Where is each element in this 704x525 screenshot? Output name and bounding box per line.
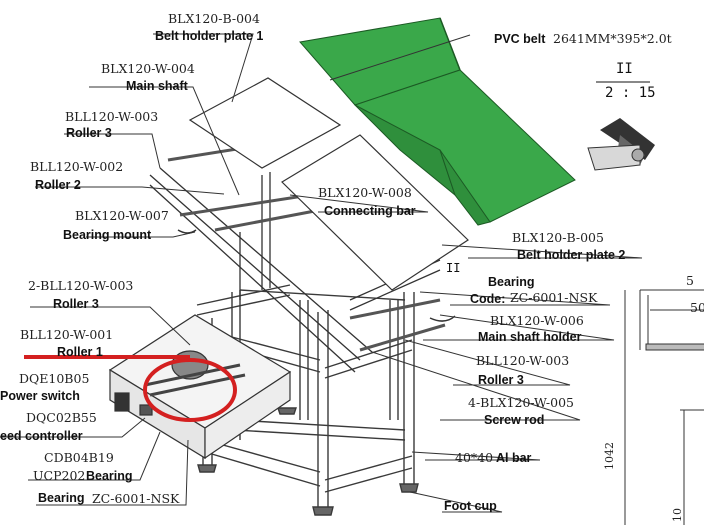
incline-rails [149,167,441,373]
detail-mark-small: II [446,261,461,275]
dimension-d2: 50 [690,300,704,315]
detail-mark: II [616,61,633,77]
belt-holder-plate-2-name: Belt holder plate 2 [517,248,626,262]
roller-2-code: BLL120-W-002 [30,159,124,174]
roller-3-right-code: BLL120-W-003 [476,353,570,368]
belt-holder-plate-1-code: BLX120-B-004 [168,11,260,26]
conveyor-frame [196,284,419,516]
belt-holder-plate-2-code: BLX120-B-005 [512,230,604,245]
belt-holder-plate-1-name: Belt holder plate 1 [155,29,264,43]
speed-controller-name: eed controller [0,429,83,443]
pvc-belt-name: PVC belt [494,32,546,46]
rotation-arrow-icon [177,229,456,322]
bearing-bottom-name: Bearing [38,491,85,505]
al-bar-name: Al bar [496,451,532,465]
bearing-right-code-prefix: Code: [470,292,506,306]
screw-rod-name: Screw rod [484,413,545,427]
detail-view-roller [587,118,655,171]
belt-holder-plate-1 [188,77,342,169]
roller-1-code: BLL120-W-001 [20,327,114,342]
roller-3-lower-code: 2-BLL120-W-003 [28,278,134,293]
main-shaft-holder-code: BLX120-W-006 [490,313,584,328]
roller-2-name: Roller 2 [35,178,81,192]
highlight-marker [24,355,237,422]
pvc-belt [299,17,576,226]
main-shaft-name: Main shaft [126,79,188,93]
power-switch-name: Power switch [0,389,80,403]
bearing-left-prefix: UCP202 [33,468,86,483]
al-bar-spec: 40*40 [455,450,494,465]
dimension-drawing [624,289,704,525]
dimension-d3: 1042 [603,442,616,470]
roller-3-top-code: BLL120-W-003 [65,109,159,124]
bearing-right-name: Bearing [488,275,535,289]
bearing-left-name: Bearing [86,469,133,483]
screw-rod-code: 4-BLX120-W-005 [468,395,574,410]
power-switch-code: DQE10B05 [19,371,90,386]
bearing-mount-name: Bearing mount [63,228,152,242]
bearing-left-code: CDB04B19 [44,450,114,465]
leader-lines [0,33,643,513]
roller-3-lower-name: Roller 3 [53,297,99,311]
main-shaft-code: BLX120-W-004 [101,61,195,76]
bearing-right-code: ZC-6001-NSK [510,290,598,305]
foot-cup-name: Foot cup [444,499,497,513]
pvc-belt-spec: 2641MM*395*2.0t [553,31,672,46]
speed-controller-code: DQC02B55 [26,410,97,425]
bearing-mount-code: BLX120-W-007 [75,208,169,223]
roller-3-right-name: Roller 3 [478,373,524,387]
bearing-bottom-code: ZC-6001-NSK [92,491,180,506]
main-shaft-holder-name: Main shaft holder [478,330,582,344]
connecting-bar-code: BLX120-W-008 [318,185,412,200]
drive-unit [108,314,292,460]
connecting-bar-name: Connecting bar [324,204,416,218]
roller-3-top-name: Roller 3 [66,126,112,140]
dimension-d4: 10 [671,508,684,522]
dimension-d1: 5 [686,273,694,288]
roller-1-name: Roller 1 [57,345,103,359]
detail-scale: 2 : 15 [605,85,656,101]
